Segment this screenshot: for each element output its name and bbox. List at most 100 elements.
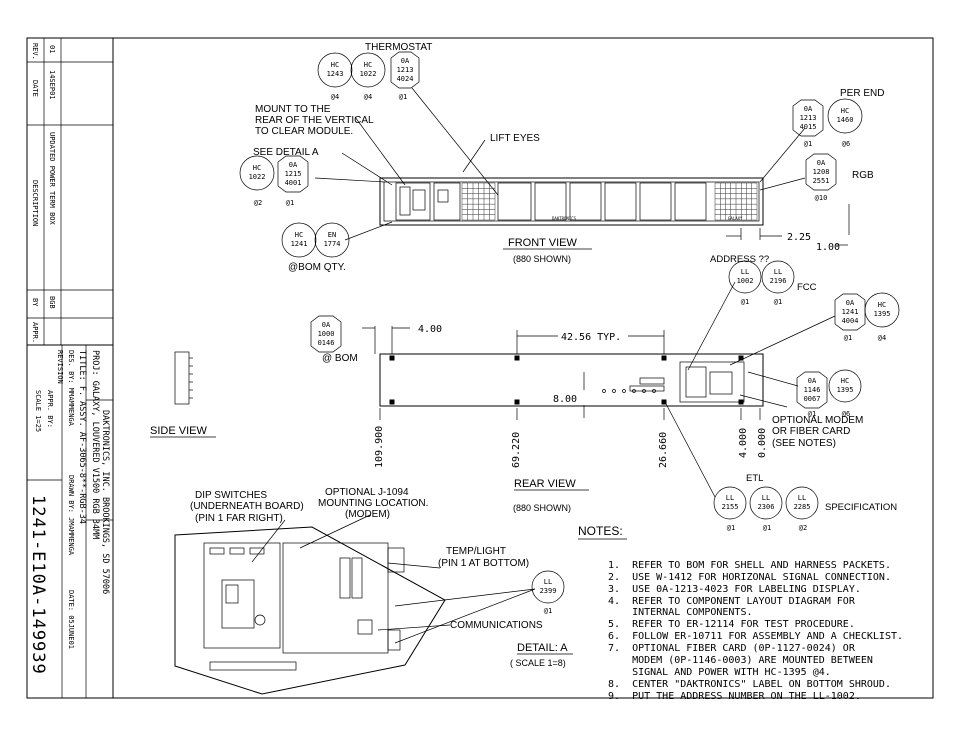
title-title: TITLE: F. ASSY. AF-3065-8**-RGB-34 — [77, 350, 87, 524]
bubble-ll1002-l1: LL — [741, 268, 749, 276]
bubble-oa1215-qty: @1 — [286, 199, 294, 207]
title-block: DAKTRONICS, INC. BROOKINGS, SD 57006 PRO… — [27, 344, 114, 698]
rev-header: REV. — [31, 43, 39, 60]
bubble-hc1022b-l2: 1022 — [249, 173, 266, 181]
bubble-hc1241-l1: HC — [295, 231, 303, 239]
bubble-en1774-l2: 1774 — [324, 240, 341, 248]
note-item: 6. FOLLOW ER-10711 FOR ASSEMBLY AND A CH… — [608, 631, 903, 642]
title-drawn: DRAWN BY: JMAMMENGA — [67, 475, 75, 556]
rear-view-shown: (880 SHOWN) — [513, 503, 571, 513]
bubble-ll2399-qty: @1 — [544, 607, 552, 615]
temp-light-1: TEMP/LIGHT — [446, 546, 506, 557]
bubble-ll2196-qty: @1 — [774, 298, 782, 306]
description-header: DESCRIPTION — [31, 180, 39, 226]
bubble-hc1395b-l1: HC — [841, 377, 849, 385]
bubble-oa1213a-l1: 0A — [401, 57, 410, 65]
dip-switches-1: DIP SWITCHES — [195, 490, 267, 501]
dip-switches-3: (PIN 1 FAR RIGHT) — [195, 513, 283, 524]
front-view-shown: (880 SHOWN) — [513, 254, 571, 264]
rev-value: 01 — [48, 45, 56, 53]
bubble-ll1002-l2: 1002 — [737, 277, 754, 285]
bubble-hc1243-l1: HC — [331, 61, 339, 69]
optional-modem-1: OPTIONAL MODEM — [772, 415, 863, 426]
bubble-hc1022a-l1: HC — [364, 61, 372, 69]
bubble-ll2155-qty: @1 — [727, 524, 735, 532]
bubble-hc1395a-qty: @4 — [878, 334, 886, 342]
bubble-oa1213b-l2: 1213 — [800, 114, 817, 122]
dim-42-56: 42.56 TYP. — [561, 332, 621, 343]
drawing-number: 1241-E10A-149939 — [28, 495, 48, 675]
callouts: THERMOSTAT MOUNT TO THE REAR OF THE VERT… — [190, 42, 897, 631]
bubble-ll2306-qty: @1 — [763, 524, 771, 532]
note-item: SIGNAL AND POWER WITH HC-1395 @4. — [608, 667, 831, 678]
bubble-oa1213a-qty: @1 — [399, 93, 407, 101]
bubble-oa1000-l1: 0A — [322, 321, 331, 329]
bubble-hc1395a-l2: 1395 — [874, 310, 891, 318]
bubble-hc1241-l2: 1241 — [291, 240, 308, 248]
title-date: DATE: 05JUNE01 — [67, 590, 75, 649]
detail-a-title: DETAIL: A — [517, 642, 568, 654]
bubble-ll2196-l2: 2196 — [770, 277, 787, 285]
front-view-title: FRONT VIEW — [508, 237, 577, 249]
title-project: PROJ: GALAXY, LOUVERED V1500 RGB 34MM — [90, 350, 100, 539]
temp-light-2: (PIN 1 AT BOTTOM) — [438, 558, 529, 569]
bubble-hc1460-l1: HC — [841, 107, 849, 115]
revision-table: REV. DATE DESCRIPTION BY APPR. 01 14SEP0… — [27, 38, 113, 346]
bubble-oa1146-qty: @1 — [808, 410, 816, 418]
bom-label: @ BOM — [322, 353, 358, 364]
bubble-ll2285-l2: 2285 — [794, 503, 811, 511]
bubble-hc1022b-l1: HC — [253, 164, 261, 172]
bubble-oa1215-l3: 4001 — [285, 179, 302, 187]
bom-qty-label: @BOM QTY. — [288, 262, 346, 273]
sheet-border — [26, 37, 934, 699]
rear-view: REAR VIEW (880 SHOWN) — [379, 353, 764, 513]
optional-modem-3: (SEE NOTES) — [772, 438, 836, 449]
bubble-oa1146-l2: 1146 — [804, 386, 821, 394]
mount-note-3: TO CLEAR MODULE. — [255, 126, 353, 137]
date-value: 14SEP01 — [48, 70, 56, 100]
dim-26-660: 26.660 — [658, 432, 669, 468]
etl-label: ETL — [746, 473, 763, 484]
title-scale: SCALE 1=25 — [34, 390, 42, 432]
bubble-oa1000-l3: 0146 — [318, 339, 335, 347]
bubble-oa1213b-l1: 0A — [804, 105, 813, 113]
note-item: 8. CENTER "DAKTRONICS" LABEL ON BOTTOM S… — [608, 679, 891, 690]
optional-modem-2: OR FIBER CARD — [772, 426, 850, 437]
optional-j-1: OPTIONAL J-1094 — [325, 487, 409, 498]
bubble-hc1243-l2: 1243 — [327, 70, 344, 78]
leader-lines — [251, 87, 836, 644]
bubble-oa1146-l3: 0067 — [804, 395, 821, 403]
bubble-oa1215-l2: 1215 — [285, 170, 302, 178]
by-header: BY — [31, 298, 39, 307]
bubble-oa1208-l2: 1208 — [813, 168, 830, 176]
detail-a-scale: ( SCALE 1=8) — [510, 658, 566, 668]
side-view-title: SIDE VIEW — [150, 425, 207, 437]
bubbles: HC 1243 @4 HC 1022 @4 0A 1213 4024 @1 HC… — [239, 51, 900, 615]
galaxy-label: GALAXY — [728, 216, 743, 221]
front-view: DAKTRONICS GALAXY FRONT VIEW (880 SHOWN) — [379, 177, 764, 264]
bubble-oa1000-l2: 1000 — [318, 330, 335, 338]
dim-2-25: 2.25 — [787, 232, 811, 243]
note-item: 1. REFER TO BOM FOR SHELL AND HARNESS PA… — [608, 560, 891, 571]
title-revision: REVISION — [56, 350, 64, 384]
bubble-hc1022a-qty: @4 — [364, 93, 372, 101]
notes-heading: NOTES: — [578, 524, 623, 538]
optional-j-3: (MODEM) — [345, 509, 390, 520]
bubble-ll2399-l2: 2399 — [540, 587, 557, 595]
dimensions: 2.25 1.00 4.00 42.56 TYP. 8.00 109.900 6… — [362, 204, 850, 468]
dim-8-00: 8.00 — [553, 394, 577, 405]
bubble-oa1213a-l2: 1213 — [397, 66, 414, 74]
bubble-oa1241-qty: @1 — [844, 334, 852, 342]
bubble-hc1395b-qty: @6 — [842, 410, 850, 418]
bubble-en1774-l1: EN — [328, 231, 336, 239]
dim-1-00: 1.00 — [816, 242, 840, 253]
bubble-oa1146-l1: 0A — [808, 377, 817, 385]
dim-4-000: 4.000 — [738, 428, 749, 458]
bubble-ll2155-l2: 2155 — [722, 503, 739, 511]
specification-label: SPECIFICATION — [825, 502, 897, 513]
lift-eyes-label: LIFT EYES — [490, 133, 540, 144]
note-item: INTERNAL COMPONENTS. — [608, 607, 753, 618]
title-company: DAKTRONICS, INC. BROOKINGS, SD 57006 — [100, 410, 110, 594]
notes: NOTES: 1. REFER TO BOM FOR SHELL AND HAR… — [578, 524, 903, 702]
